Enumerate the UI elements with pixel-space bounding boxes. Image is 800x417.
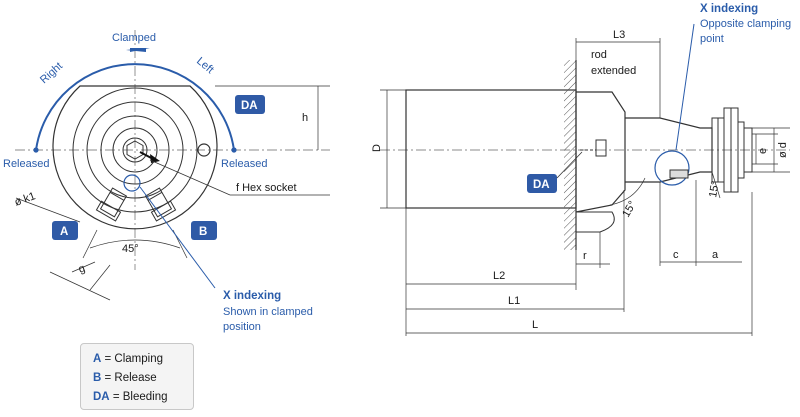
x-indexing-line2-right: point	[700, 33, 724, 45]
svg-text:B: B	[199, 226, 207, 238]
x-indexing-line1-right: Opposite clamping	[700, 18, 791, 30]
side-view	[380, 38, 790, 336]
dim-e: e	[757, 148, 769, 154]
dim-L1: L1	[508, 295, 520, 307]
legend-item: B = Release	[93, 372, 157, 384]
label-released-right: Released	[221, 158, 267, 170]
legend-box: A = Clamping B = Release DA = Bleeding	[80, 343, 194, 410]
badge-da-right: DA	[527, 151, 583, 193]
label-clamped: Clamped	[112, 32, 156, 44]
dim-L3: L3	[613, 29, 625, 41]
label-right: Right	[38, 60, 65, 86]
dim-angle-45: 45°	[122, 243, 139, 255]
dim-L2: L2	[493, 270, 505, 282]
dim-c: c	[673, 249, 679, 261]
label-left: Left	[194, 55, 216, 76]
label-rod: rod	[591, 49, 607, 61]
dim-D: D	[371, 144, 383, 152]
x-indexing-title-right: X indexing	[700, 3, 758, 15]
front-view	[15, 30, 330, 301]
dim-L: L	[532, 319, 538, 331]
x-indexing-title-left: X indexing	[223, 290, 281, 302]
badge-b: B	[191, 221, 217, 240]
clamping-range-arc	[33, 48, 237, 289]
svg-text:DA: DA	[533, 179, 550, 191]
badge-da-left: DA	[235, 95, 265, 114]
label-released-left: Released	[3, 158, 49, 170]
svg-text:A: A	[60, 226, 68, 238]
legend-item: DA = Bleeding	[93, 391, 168, 403]
x-indexing-leader-right	[675, 23, 695, 151]
dim-a: a	[712, 249, 719, 261]
dim-g: g	[77, 262, 87, 275]
dim-angle-15-a: 15°	[620, 199, 639, 219]
x-indexing-line2-left: position	[223, 321, 261, 333]
dim-k1: ø k1	[13, 190, 37, 209]
legend-item: A = Clamping	[93, 353, 163, 365]
dim-angle-15-b: 15°	[707, 180, 722, 198]
x-indexing-line1-left: Shown in clamped	[223, 306, 313, 318]
dim-r: r	[583, 250, 587, 262]
label-rod-extended: extended	[591, 65, 636, 77]
dim-d: ø d	[777, 142, 789, 158]
dim-h: h	[302, 112, 308, 124]
badge-a: A	[52, 221, 78, 240]
svg-text:DA: DA	[241, 100, 258, 112]
label-hex-socket: f Hex socket	[236, 182, 297, 194]
